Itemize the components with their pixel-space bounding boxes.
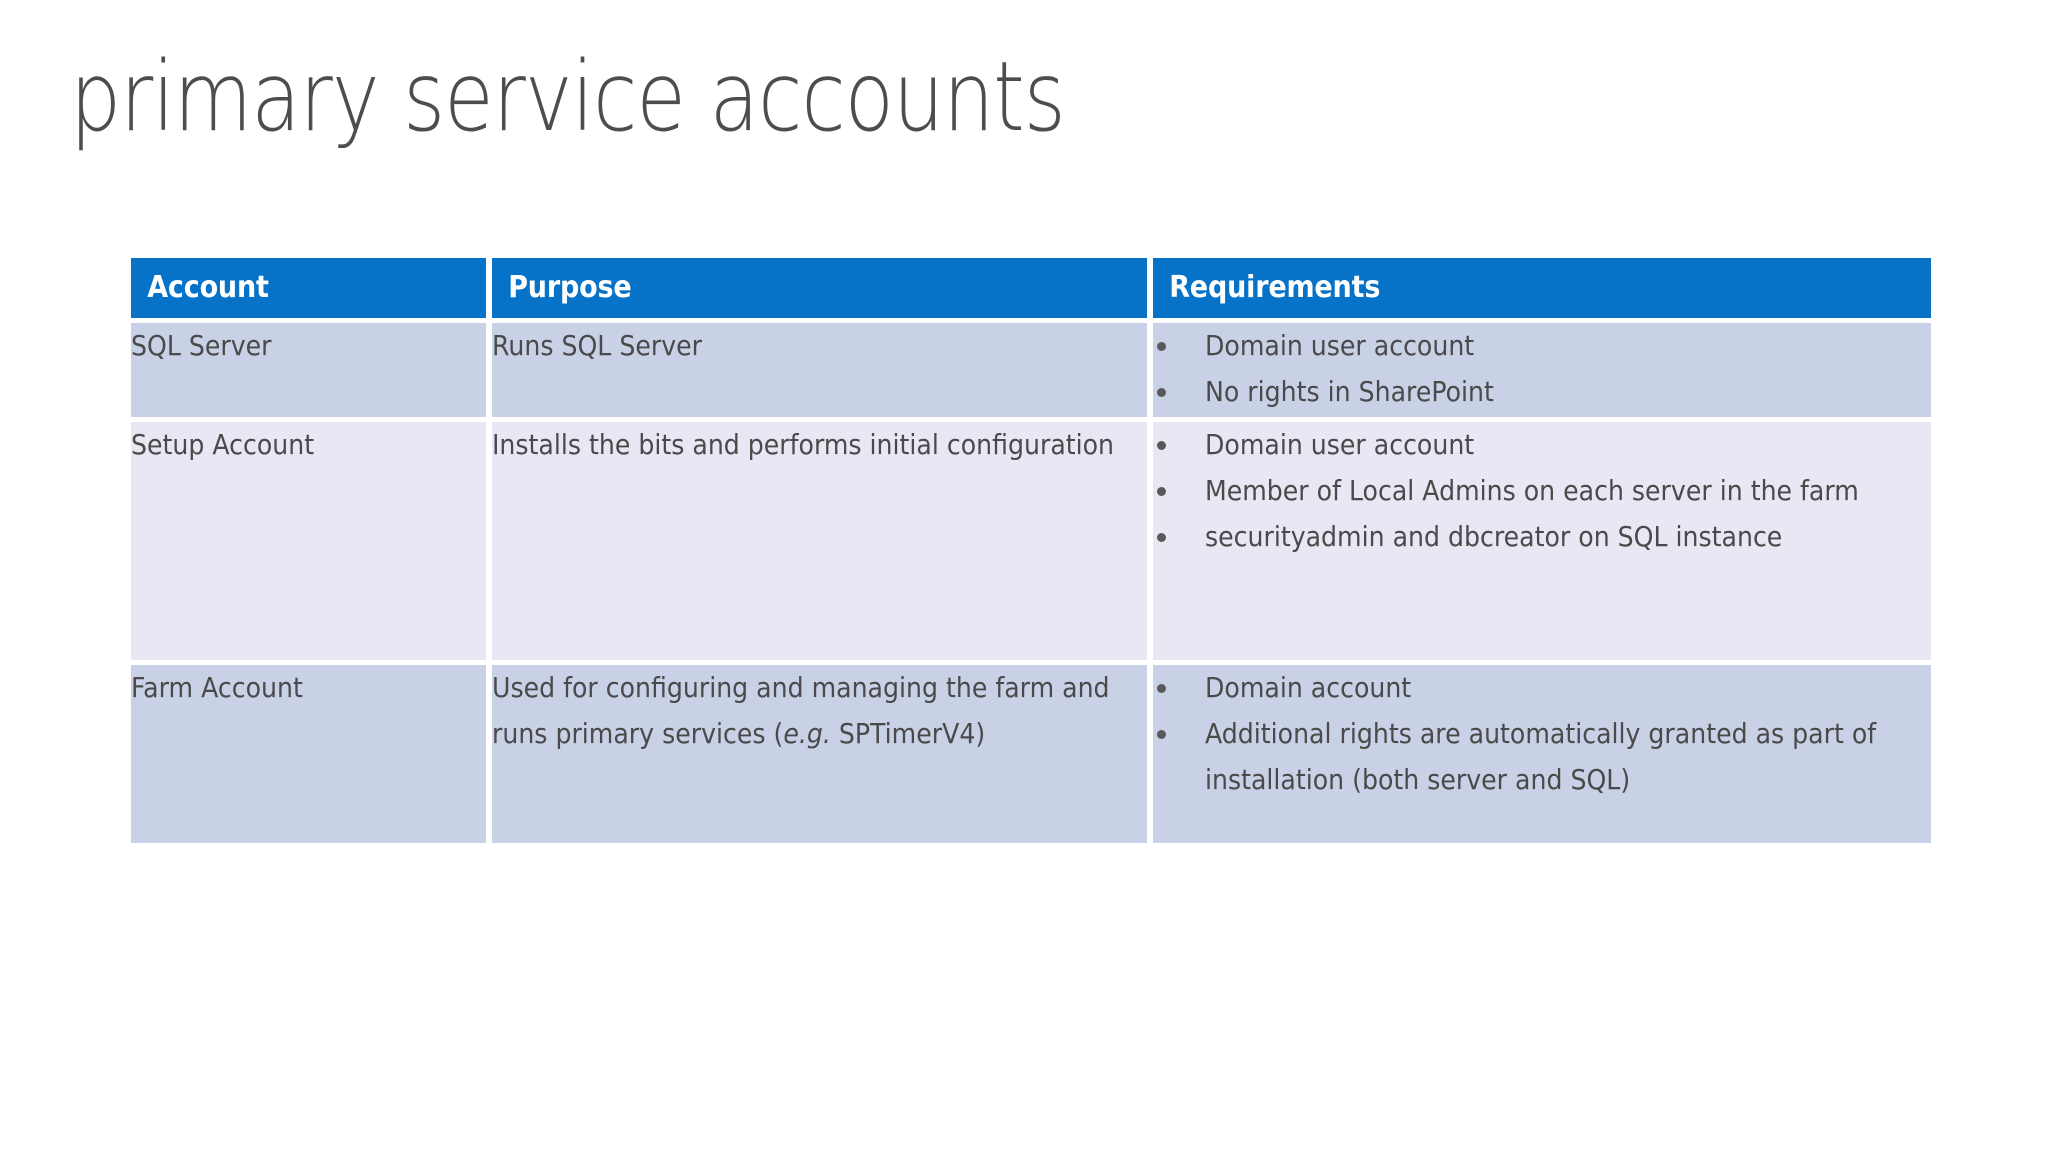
table-row[interactable]: Setup Account Installs the bits and perf…: [131, 422, 1931, 660]
column-header-account-label: Account: [147, 270, 269, 305]
list-item: Domain user account: [1153, 422, 1931, 468]
bullet-icon: [1157, 684, 1166, 693]
bullet-icon: [1157, 487, 1166, 496]
list-item: No rights in SharePoint: [1153, 369, 1931, 415]
list-item: securityadmin and dbcreator on SQL insta…: [1153, 514, 1931, 560]
list-item-text: Member of Local Admins on each server in…: [1205, 474, 1859, 507]
cell-purpose-tail: SPTimerV4): [830, 717, 986, 750]
column-header-requirements-label: Requirements: [1169, 270, 1381, 305]
list-item: Domain account: [1153, 665, 1931, 711]
list-item-text: No rights in SharePoint: [1205, 375, 1494, 408]
cell-purpose-text-rich: Used for configuring and managing the fa…: [492, 665, 1146, 757]
column-header-purpose-label: Purpose: [508, 270, 632, 305]
table-row[interactable]: Farm Account Used for configuring and ma…: [131, 665, 1931, 843]
cell-account-text: Setup Account: [131, 428, 315, 461]
primary-service-accounts-table: Account Purpose Requirements SQL Server: [125, 253, 1931, 848]
requirements-list: Domain account Additional rights are aut…: [1153, 665, 1931, 803]
cell-purpose-text: Installs the bits and performs initial c…: [492, 428, 1115, 461]
column-header-account[interactable]: Account: [131, 258, 486, 318]
list-item-text: securityadmin and dbcreator on SQL insta…: [1205, 520, 1783, 553]
list-item-text: Domain account: [1205, 671, 1412, 704]
cell-account: Setup Account: [131, 422, 486, 660]
bullet-icon: [1157, 342, 1166, 351]
column-header-purpose[interactable]: Purpose: [492, 258, 1147, 318]
list-item-text: Additional rights are automatically gran…: [1205, 717, 1877, 796]
accounts-table: Account Purpose Requirements SQL Server: [125, 253, 1937, 848]
cell-purpose-text: Runs SQL Server: [492, 329, 702, 362]
cell-account-text: SQL Server: [131, 329, 272, 362]
bullet-icon: [1157, 388, 1166, 397]
table-body: SQL Server Runs SQL Server Domain user a…: [131, 323, 1931, 843]
page-title: primary service accounts: [70, 41, 1066, 153]
requirements-list: Domain user account No rights in SharePo…: [1153, 323, 1931, 415]
cell-requirements: Domain account Additional rights are aut…: [1153, 665, 1931, 843]
cell-purpose: Runs SQL Server: [492, 323, 1147, 417]
cell-account: SQL Server: [131, 323, 486, 417]
list-item: Additional rights are automatically gran…: [1153, 711, 1931, 803]
list-item-text: Domain user account: [1205, 428, 1475, 461]
cell-purpose: Used for configuring and managing the fa…: [492, 665, 1147, 843]
cell-requirements: Domain user account Member of Local Admi…: [1153, 422, 1931, 660]
cell-account: Farm Account: [131, 665, 486, 843]
bullet-icon: [1157, 441, 1166, 450]
requirements-list: Domain user account Member of Local Admi…: [1153, 422, 1931, 560]
table-header: Account Purpose Requirements: [131, 258, 1931, 318]
table-header-row: Account Purpose Requirements: [131, 258, 1931, 318]
bullet-icon: [1157, 730, 1166, 739]
column-header-requirements[interactable]: Requirements: [1153, 258, 1931, 318]
cell-purpose: Installs the bits and performs initial c…: [492, 422, 1147, 660]
table-row[interactable]: SQL Server Runs SQL Server Domain user a…: [131, 323, 1931, 417]
bullet-icon: [1157, 533, 1166, 542]
list-item: Domain user account: [1153, 323, 1931, 369]
cell-requirements: Domain user account No rights in SharePo…: [1153, 323, 1931, 417]
cell-account-text: Farm Account: [131, 671, 303, 704]
list-item-text: Domain user account: [1205, 329, 1475, 362]
list-item: Member of Local Admins on each server in…: [1153, 468, 1931, 514]
cell-purpose-italic: e.g.: [783, 717, 831, 750]
cell-purpose-lead: Used for configuring and managing the fa…: [492, 671, 1110, 750]
